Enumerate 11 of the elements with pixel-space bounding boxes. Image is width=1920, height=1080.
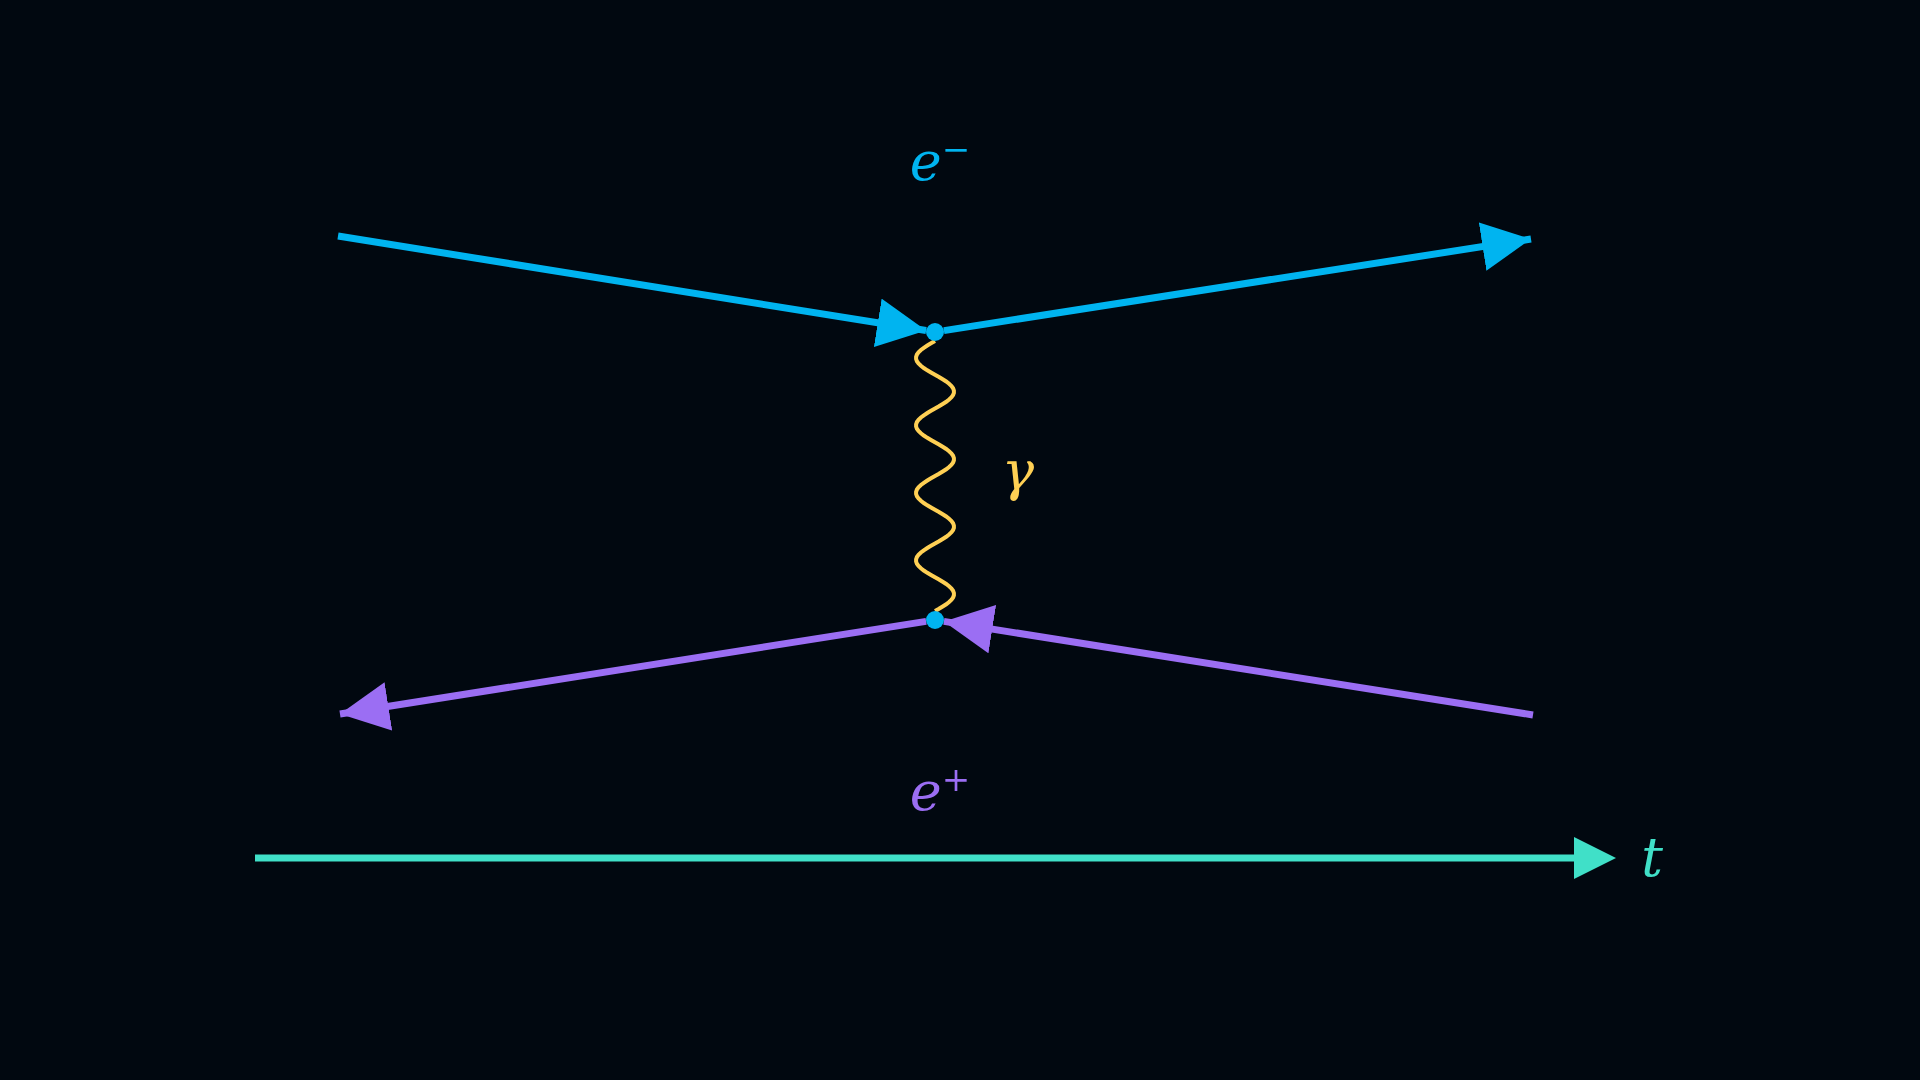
wavy-line (914, 339, 956, 613)
axis-label: t (1641, 831, 1663, 885)
vertex-dot (926, 611, 944, 629)
particle-label: e$^{+}$ (909, 761, 971, 819)
arrow (943, 222, 1532, 335)
arrow (337, 232, 927, 347)
arrow (339, 617, 927, 731)
particle-label: e$^{−}$ (909, 131, 971, 189)
arrow (943, 604, 1534, 719)
particle-label: γ (1001, 445, 1035, 499)
vertex-dot (926, 323, 944, 341)
